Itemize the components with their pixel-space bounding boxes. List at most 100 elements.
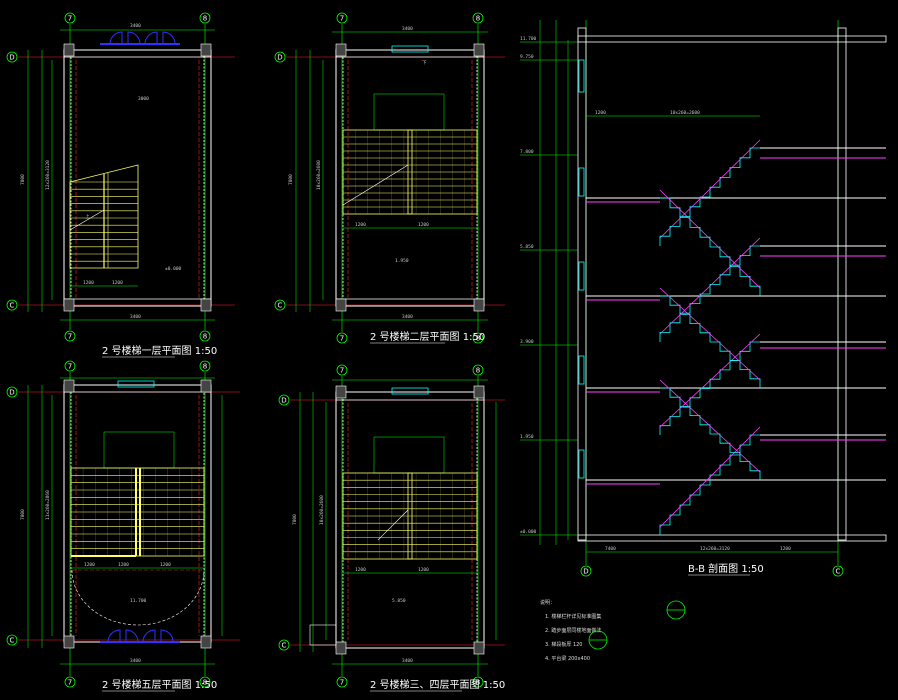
section-window-4 [578, 355, 585, 385]
section-title: B-B 剖面图 1:50 [688, 562, 764, 575]
stair-break-line [342, 164, 409, 206]
note-3: 3. 梯段板厚 120 [545, 641, 583, 648]
run-dim-1: 1200 [83, 280, 94, 286]
column-bl [63, 298, 75, 312]
door-leaf-3 [142, 629, 156, 643]
plan-1-title: 2 号楼梯一层平面图 1:50 [102, 344, 217, 357]
section-level-label: 7.800 [520, 149, 534, 155]
grid-label-c: C [282, 642, 287, 650]
grid-label-7-bottom: 7 [340, 679, 344, 687]
grid-bubble-8-top [199, 12, 211, 24]
door-leaf-3 [144, 31, 158, 45]
stair-treads [71, 468, 204, 556]
run-dim-1: 1200 [84, 562, 95, 568]
dim-span-bottom: 3400 [402, 658, 413, 664]
roof-access-arc [71, 569, 205, 626]
plan-2-title: 2 号楼梯二层平面图 1:50 [370, 330, 485, 343]
grid-bubble-c [6, 299, 18, 311]
section-flight-handrail [659, 139, 761, 239]
section-window-1 [578, 59, 585, 93]
grid-bubble-7-top [336, 364, 348, 376]
section-level-label: ±0.000 [520, 529, 537, 535]
grid-label-8-bottom: 8 [203, 333, 207, 341]
stair-treads [70, 181, 138, 262]
grid-label-8: 8 [203, 363, 207, 371]
ground-slab [577, 534, 887, 542]
grid-label-7-bottom: 7 [68, 333, 72, 341]
door-leaf-4 [160, 629, 174, 643]
grid-bubble-c [832, 565, 844, 577]
dim-span-bottom: 3400 [402, 314, 413, 320]
grid-label-7-bottom: 7 [68, 679, 72, 687]
grid-bubble-7-bottom [336, 332, 348, 344]
note-heading: 说明： [540, 599, 555, 606]
grid-bubble-7-bottom [64, 330, 76, 342]
dim-plan-total: 7800 [20, 174, 26, 185]
dim-span-bottom: 3400 [130, 314, 141, 320]
section-level-label: 9.750 [520, 54, 534, 60]
dim-section-run: 1200 [780, 546, 791, 552]
column-tl [63, 43, 75, 57]
dim-flight-1: 12x260=3120 [45, 160, 51, 190]
column-tl [63, 379, 75, 393]
door-leaf-2 [127, 31, 141, 45]
stair-well [407, 472, 413, 560]
section-b-b: D C 7400 12x260=3120 1200 1200 10x260=26… [520, 20, 887, 577]
note-1: 1. 楼梯栏杆详见标准图集 [545, 613, 601, 620]
column-bl [335, 298, 347, 312]
grid-label-8: 8 [476, 15, 480, 23]
column-tr [473, 385, 485, 399]
section-flight-handrail [659, 379, 761, 473]
stair-double-flight [342, 129, 478, 215]
note-2: 2. 踏步面层同楼地面做法 [545, 627, 601, 634]
section-flight-steps [660, 197, 761, 296]
grid-label-8-bottom: 8 [476, 679, 480, 687]
run-dim-2: 1200 [112, 280, 123, 286]
column-tl [335, 385, 347, 399]
section-flight-handrail [659, 189, 761, 289]
window [391, 387, 429, 395]
column-br [200, 298, 212, 312]
grid-label-c: C [836, 568, 841, 576]
door-leaf-4 [162, 31, 176, 45]
section-flight-handrail [659, 237, 761, 335]
grid-label-7: 7 [68, 363, 72, 371]
section-wall-left [577, 27, 587, 541]
dim-section-total: 7400 [605, 546, 616, 552]
section-floors [586, 147, 886, 485]
grid-label-8: 8 [476, 367, 480, 375]
section-window-3 [578, 261, 585, 291]
grid-label-8-bottom: 8 [203, 679, 207, 687]
window [117, 380, 155, 388]
dim-flight-3: 11x260=2860 [45, 490, 51, 520]
grid-label-8: 8 [203, 15, 207, 23]
level-label: 5.850 [392, 598, 406, 604]
run-dim-1: 1200 [355, 222, 366, 228]
section-flight-steps [659, 245, 760, 342]
dim-plan-total: 7800 [292, 514, 298, 525]
landing-dim-1: 1200 [595, 110, 606, 116]
section-level-label: 5.850 [520, 244, 534, 250]
level-ground-label: ±0.000 [165, 266, 182, 272]
grid-label-7-bottom: 7 [340, 335, 344, 343]
stair-double-flight [342, 472, 478, 560]
grid-bubble-7-top [64, 360, 76, 372]
dim-span-top: 3400 [402, 26, 413, 32]
section-flights [659, 139, 761, 535]
grid-bubble-8-bottom [472, 332, 484, 344]
plan-floor-5: 7 8 D C 7 8 3400 7800 11x260=2860 [6, 360, 240, 692]
grid-label-c: C [10, 302, 15, 310]
plan-floor-3-4: 7 8 D C 7 8 3400 7800 10x260=2600 [278, 364, 505, 692]
section-flight-handrail [659, 287, 761, 381]
grid-bubble-d [274, 51, 286, 63]
section-level-label: 11.700 [520, 36, 537, 42]
section-window-2 [578, 167, 585, 197]
window [391, 45, 429, 53]
grid-label-d: D [281, 397, 286, 405]
section-window-5 [578, 449, 585, 479]
stair-flight-1 [69, 164, 139, 269]
grid-bubble-d [580, 565, 592, 577]
column-tr [200, 379, 212, 393]
note-4: 4. 平台梁 200x400 [545, 655, 590, 662]
grid-bubble-7-top [336, 12, 348, 24]
